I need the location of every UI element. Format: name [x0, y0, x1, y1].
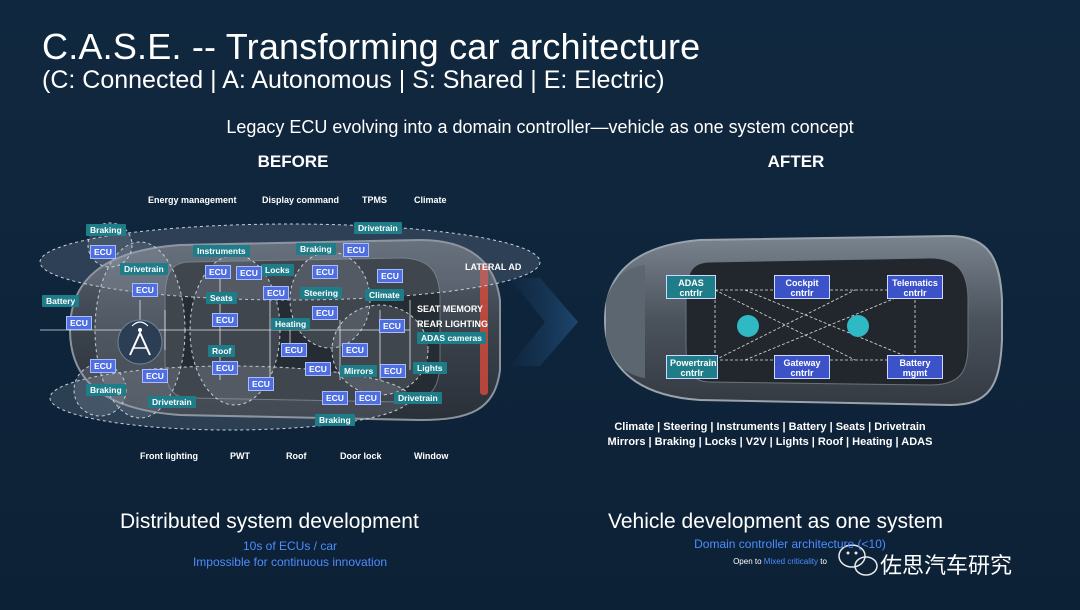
before-tag-drivetrain: Drivetrain	[354, 222, 402, 234]
transition-arrow	[510, 278, 578, 366]
before-tag-braking: Braking	[86, 384, 126, 396]
antenna-icon	[117, 319, 163, 365]
before-bottom-label-front-lighting: Front lighting	[140, 451, 198, 461]
ecu-box: ECU	[305, 362, 331, 376]
after-summary-mixed-criticality: Mixed criticality	[763, 557, 819, 566]
controller-battery: Battery mgmt	[887, 355, 943, 379]
before-tag-locks: Locks	[261, 264, 294, 276]
headline: Legacy ECU evolving into a domain contro…	[226, 117, 854, 137]
after-summary-line-2: Open to Mixed criticality to	[680, 557, 880, 566]
before-bottom-label-roof: Roof	[286, 451, 307, 461]
ecu-box: ECU	[379, 319, 405, 333]
before-tag-drivetrain: Drivetrain	[148, 396, 196, 408]
controller-telematics: Telematics cntrlr	[887, 275, 943, 299]
before-label-seat-memory: SEAT MEMORY	[417, 304, 484, 314]
ecu-box: ECU	[343, 243, 369, 257]
before-tag-battery: Battery	[42, 295, 80, 307]
before-tag-steering: Steering	[300, 287, 343, 299]
before-top-label-display: Display command	[262, 195, 340, 205]
page-subtitle: (C: Connected | A: Autonomous | S: Share…	[42, 66, 665, 94]
after-car	[603, 234, 1003, 407]
ecu-box: ECU	[90, 245, 116, 259]
ecu-box: ECU	[142, 369, 168, 383]
ecu-box: ECU	[281, 343, 307, 357]
after-summary-title: Vehicle development as one system	[608, 510, 944, 533]
before-tag-drivetrain: Drivetrain	[394, 392, 442, 404]
before-tag-seats: Seats	[206, 292, 237, 304]
before-summary-title: Distributed system development	[120, 510, 419, 533]
before-label-rear-lighting: REAR LIGHTING	[417, 319, 488, 329]
after-hub-right	[847, 315, 869, 337]
after-features-line-2: Mirrors | Braking | Locks | V2V | Lights…	[607, 436, 933, 448]
before-top-label-energy: Energy management	[148, 195, 237, 205]
page-title: C.A.S.E. -- Transforming car architectur…	[42, 26, 701, 67]
before-tag-roof: Roof	[208, 345, 236, 357]
watermark-text: 佐思汽车研究	[880, 553, 1013, 578]
after-heading: AFTER	[767, 152, 825, 171]
after-summary-open-to: Open to	[733, 557, 762, 566]
ecu-box: ECU	[212, 313, 238, 327]
ecu-box: ECU	[377, 269, 403, 283]
ecu-box: ECU	[380, 364, 406, 378]
controller-gateway: Gateway cntrlr	[774, 355, 830, 379]
ecu-box: ECU	[66, 316, 92, 330]
before-tag-mirrors: Mirrors	[340, 365, 378, 377]
ecu-box: ECU	[236, 266, 262, 280]
ecu-box: ECU	[322, 391, 348, 405]
controller-cockpit: Cockpit cntrlr	[774, 275, 830, 299]
before-tag-lights: Lights	[413, 362, 447, 374]
before-bottom-label-door-lock: Door lock	[340, 451, 382, 461]
after-hub-left	[737, 315, 759, 337]
ecu-box: ECU	[342, 343, 368, 357]
before-summary-line-1: 10s of ECUs / car	[242, 539, 338, 553]
before-tag-drivetrain: Drivetrain	[120, 263, 168, 275]
ecu-box: ECU	[263, 286, 289, 300]
before-bottom-label-window: Window	[414, 451, 449, 461]
controller-adas: ADAS cntrlr	[666, 275, 716, 299]
after-summary-to: to	[820, 557, 827, 566]
ecu-box: ECU	[205, 265, 231, 279]
before-tag-heating: Heating	[271, 318, 311, 330]
ecu-box: ECU	[312, 265, 338, 279]
before-tag-braking: Braking	[296, 243, 336, 255]
before-summary-line-2: Impossible for continuous innovation	[192, 555, 388, 569]
ecu-box: ECU	[212, 361, 238, 375]
ecu-box: ECU	[90, 359, 116, 373]
ecu-box: ECU	[312, 306, 338, 320]
before-top-label-tpms: TPMS	[362, 195, 388, 205]
controller-powertrain: Powertrain cntrlr	[666, 355, 718, 379]
before-label-lateral-ad: LATERAL AD	[465, 262, 522, 272]
before-top-label-climate: Climate	[414, 195, 447, 205]
before-tag-climate: Climate	[365, 289, 404, 301]
ecu-box: ECU	[132, 283, 158, 297]
after-summary-line-1: Domain controller architecture (<10)	[694, 537, 886, 551]
after-features-line-1: Climate | Steering | Instruments | Batte…	[614, 421, 926, 433]
ecu-box: ECU	[248, 377, 274, 391]
ecu-box: ECU	[355, 391, 381, 405]
before-heading: BEFORE	[257, 152, 329, 171]
wechat-icon	[838, 544, 878, 576]
before-bottom-label-pwt: PWT	[230, 451, 250, 461]
before-tag-braking: Braking	[86, 224, 126, 236]
before-tag-adas-cameras: ADAS cameras	[417, 332, 486, 344]
before-tag-braking: Braking	[315, 414, 355, 426]
before-tag-instruments: Instruments	[193, 245, 250, 257]
